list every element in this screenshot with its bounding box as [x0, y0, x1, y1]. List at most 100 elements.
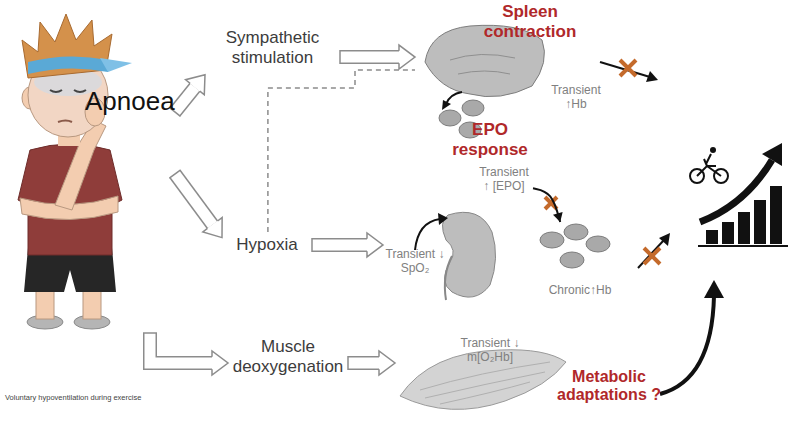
bar	[770, 186, 782, 244]
arrow-fill	[340, 52, 399, 63]
arrow-head	[438, 213, 448, 225]
rider-head	[710, 147, 716, 153]
connector-arrow	[533, 188, 563, 222]
figure-title: Apnoea	[85, 87, 185, 117]
visor-brim	[100, 58, 132, 72]
arrow-tail	[169, 170, 180, 178]
effect-note: Chronic↑Hb	[535, 284, 625, 298]
spleen-panel: Spleen contractionTransient ↑Hb	[415, 0, 620, 140]
kidney-shape	[442, 212, 495, 297]
cross-mark	[620, 60, 636, 76]
baseline	[698, 245, 788, 247]
connector-arrow	[169, 170, 222, 238]
signal-arrow	[415, 219, 440, 250]
mechanism-text: Sympathetic stimulation	[205, 28, 340, 67]
effect-note: Transient ↑Hb	[545, 84, 607, 112]
mechanism-label: Hypoxia	[222, 232, 312, 260]
kidney-illustration	[415, 212, 610, 300]
effect-note: Transient ↑ [EPO]	[475, 166, 533, 194]
arrow-head	[186, 75, 205, 95]
closed-eyes	[50, 90, 86, 92]
red-cell	[586, 236, 610, 252]
effect-note: Transient ↓ m[O₂Hb]	[450, 337, 530, 365]
arrow-tail	[143, 332, 157, 334]
muscle-shape	[400, 350, 566, 410]
arrow-head	[203, 218, 222, 238]
arrow-fill	[175, 87, 195, 112]
effect-arrow	[660, 296, 714, 394]
arrow-fill	[312, 239, 367, 250]
connector-arrow	[312, 233, 383, 257]
arrow-head	[659, 233, 670, 246]
release-arrow	[446, 92, 462, 104]
visor-band	[28, 56, 108, 74]
dashed-link	[268, 70, 415, 232]
mechanism-text: Muscle deoxygenation	[228, 337, 348, 376]
arrow-outline	[312, 238, 367, 252]
blocked-effect	[545, 60, 670, 268]
spleen-illustration	[425, 25, 544, 138]
response-heading: Metabolic adaptations ?	[550, 368, 668, 405]
connector-arrow	[348, 351, 395, 375]
arrow-head	[442, 100, 451, 110]
cross-mark	[644, 248, 660, 264]
bar	[706, 230, 718, 244]
bar	[738, 212, 750, 244]
arrow-head	[399, 45, 415, 69]
red-cell	[439, 110, 461, 126]
muscle-fibres	[420, 362, 550, 404]
spleen-shape	[425, 25, 544, 96]
connector-arrow	[268, 70, 415, 232]
hair	[22, 14, 112, 78]
mouth	[58, 121, 72, 123]
metabolic-arrow	[660, 280, 724, 394]
muscle-illustration	[400, 350, 566, 410]
arrow-fill	[348, 357, 379, 368]
arrow-outline	[340, 50, 399, 64]
kidney-panel: EPO responseTransient ↑ [EPO] Transient ↓…	[383, 118, 533, 303]
effect-arrow	[638, 240, 664, 268]
bike-frame	[697, 154, 721, 176]
arrow-head	[212, 351, 228, 375]
arrow-outline	[175, 87, 195, 112]
connector-arrow	[170, 75, 205, 117]
person-illustration	[18, 14, 132, 329]
arrow-head	[704, 280, 724, 298]
footnote-text: Voluntary hypoventilation during exercis…	[5, 394, 183, 403]
ureter	[445, 256, 452, 300]
mechanism-label: Sympathetic stimulation	[205, 28, 340, 80]
red-cell-panel: Chronic↑Hb	[535, 222, 625, 302]
arrow-tail	[170, 108, 181, 117]
arrow-fill	[175, 174, 212, 225]
arrow-tail	[339, 50, 341, 64]
red-cell	[560, 252, 584, 268]
muscle-panel: Transient ↓ m[O₂Hb] Metabolic adaptations…	[395, 335, 670, 428]
arrow-tail	[347, 356, 349, 370]
spleen-lines	[450, 54, 515, 74]
arrow-head	[379, 351, 395, 375]
performance-icon	[690, 143, 788, 246]
red-cell	[462, 100, 484, 116]
red-cell	[564, 224, 588, 240]
arrow-outline	[150, 333, 212, 363]
effect-note: Transient ↓ SpO₂	[383, 248, 447, 276]
face	[28, 53, 108, 137]
bar	[722, 222, 734, 244]
arrow-head	[553, 212, 563, 222]
arrow-tail	[311, 238, 313, 252]
response-heading: EPO response	[449, 120, 531, 159]
arrow-head	[646, 71, 658, 82]
arrow-fill	[150, 333, 212, 363]
response-heading: Spleen contraction	[460, 2, 600, 41]
arrow-head	[367, 233, 383, 257]
connector-arrow	[340, 45, 415, 69]
connector-layer	[143, 45, 563, 375]
red-cell	[459, 122, 481, 138]
mechanism-text: Hypoxia	[222, 235, 312, 255]
apnoea-figure: Apnoea	[10, 15, 175, 333]
hand	[85, 98, 105, 126]
